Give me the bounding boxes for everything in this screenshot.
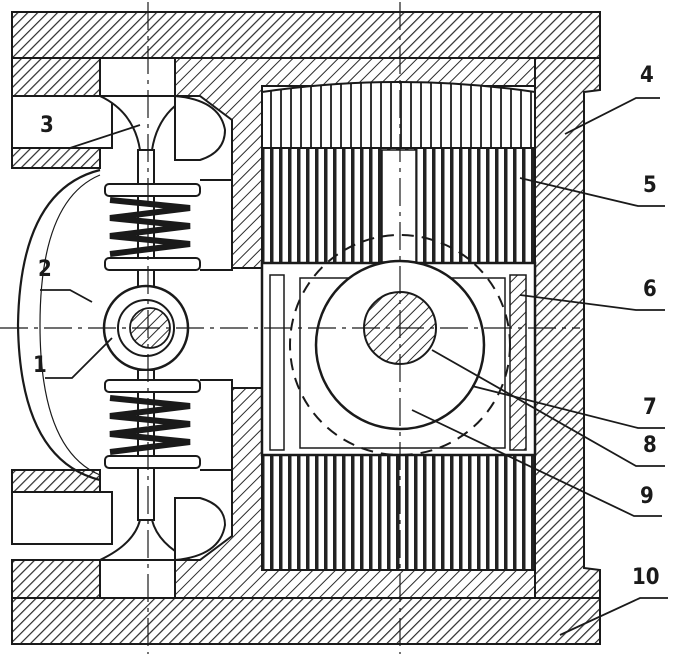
lower-spring-housing	[200, 379, 233, 471]
label-9: 9	[640, 484, 654, 509]
upper-fins-curved	[261, 81, 536, 149]
label-3: 3	[40, 113, 54, 138]
label-4: 4	[640, 63, 654, 88]
label-10: 10	[632, 565, 660, 590]
left-upper-port-wall	[11, 147, 101, 169]
housing-top-band	[11, 11, 601, 59]
label-6: 6	[643, 277, 657, 302]
left-upper-block	[11, 57, 101, 97]
leader-4	[564, 97, 660, 135]
lower-guide	[174, 497, 227, 562]
label-5: 5	[643, 173, 657, 198]
leader-8	[431, 349, 665, 467]
leader-10	[559, 597, 668, 636]
lower-fins	[261, 454, 536, 571]
chamber-left-wall	[269, 274, 285, 451]
cam-housing-arc	[16, 168, 101, 482]
label-7: 7	[643, 395, 657, 420]
lower-port-channel	[11, 491, 113, 545]
lower-spring-base	[104, 455, 201, 469]
rotor-outer-dashed	[289, 234, 511, 456]
label-2: 2	[38, 257, 52, 282]
upper-spring-cap	[104, 183, 201, 197]
upper-guide	[174, 94, 227, 161]
leader-9	[411, 409, 662, 517]
label-8: 8	[643, 433, 657, 458]
label-1: 1	[33, 353, 47, 378]
leader-5	[519, 177, 665, 207]
left-lower-block	[11, 559, 101, 599]
upper-port-channel	[11, 95, 113, 149]
upper-spring-base	[104, 257, 201, 271]
leader-7	[471, 385, 665, 429]
leader-3	[40, 124, 141, 149]
leader-1	[45, 337, 113, 379]
chamber-right-wall	[509, 274, 527, 451]
leader-lines	[40, 97, 668, 636]
cam-housing-arc-inner	[39, 174, 101, 476]
upper-fins-slot	[381, 149, 417, 263]
lower-spring-cap	[104, 379, 201, 393]
upper-spring	[109, 197, 191, 257]
upper-spring-housing	[200, 179, 233, 271]
lower-spring	[109, 395, 191, 455]
leader-2	[40, 289, 93, 303]
housing-bottom-band	[11, 597, 601, 645]
left-lower-port-wall	[11, 469, 101, 493]
leader-6	[519, 294, 665, 311]
